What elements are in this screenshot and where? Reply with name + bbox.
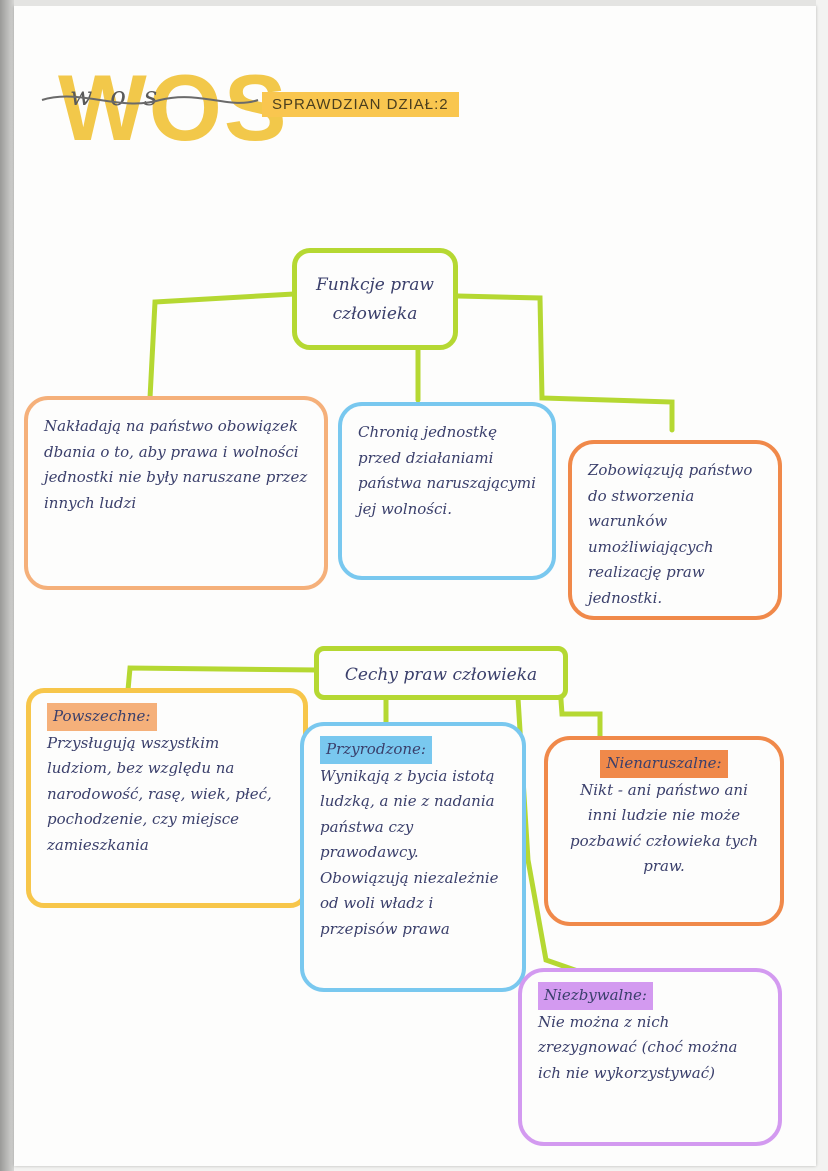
- title-underline-wave: [41, 95, 259, 105]
- funkcje-root-label: Funkcje praw człowieka: [316, 275, 434, 324]
- scan-edge-top: [14, 0, 816, 6]
- test-label-tag: SPRAWDZIAN DZIAŁ:2: [262, 92, 459, 117]
- connector-funkcje-left: [147, 291, 297, 401]
- funkcje-right-text: Zobowiązują państwo do stworzenia warunk…: [588, 461, 753, 607]
- funkcje-right-box: Zobowiązują państwo do stworzenia warunk…: [568, 440, 782, 620]
- funkcje-middle-text: Chronią jednostkę przed działaniami pańs…: [358, 423, 536, 518]
- funkcje-middle-box: Chronią jednostkę przed działaniami pańs…: [338, 402, 556, 580]
- cechy-root-label: Cechy praw człowieka: [344, 665, 538, 685]
- nienaruszalne-text: Nikt - ani państwo ani inni ludzie nie m…: [570, 780, 758, 876]
- funkcje-left-text: Nakładają na państwo obowiązek dbania o …: [44, 417, 308, 512]
- nienaruszalne-label: Nienaruszalne:: [600, 750, 728, 778]
- przyrodzone-box: Przyrodzone: Wynikają z bycia istotą lud…: [300, 722, 526, 992]
- connector-cechy-right: [557, 683, 603, 741]
- title-wos: WOS: [58, 55, 289, 160]
- funkcje-root-box: Funkcje praw człowieka: [292, 248, 458, 350]
- connector-funkcje-right: [455, 293, 675, 433]
- powszechne-box: Powszechne: Przysługują wszystkim ludzio…: [26, 688, 308, 908]
- connector-cechy-left: [125, 665, 321, 693]
- niezbywalne-box: Niezbywalne: Nie można z nich zrezygnowa…: [518, 968, 782, 1146]
- niezbywalne-text: Nie można z nich zrezygnować (choć można…: [538, 1012, 738, 1082]
- nienaruszalne-box: Nienaruszalne: Nikt - ani państwo ani in…: [544, 736, 784, 926]
- cechy-root-box: Cechy praw człowieka: [314, 646, 568, 700]
- scan-edge-left: [0, 0, 14, 1171]
- funkcje-left-box: Nakładają na państwo obowiązek dbania o …: [24, 396, 328, 590]
- powszechne-label: Powszechne:: [47, 703, 157, 731]
- przyrodzone-text: Wynikają z bycia istotą ludzką, a nie z …: [320, 766, 499, 938]
- powszechne-text: Przysługują wszystkim ludziom, bez wzglę…: [47, 733, 272, 854]
- niezbywalne-label: Niezbywalne:: [538, 982, 653, 1010]
- przyrodzone-label: Przyrodzone:: [320, 736, 432, 764]
